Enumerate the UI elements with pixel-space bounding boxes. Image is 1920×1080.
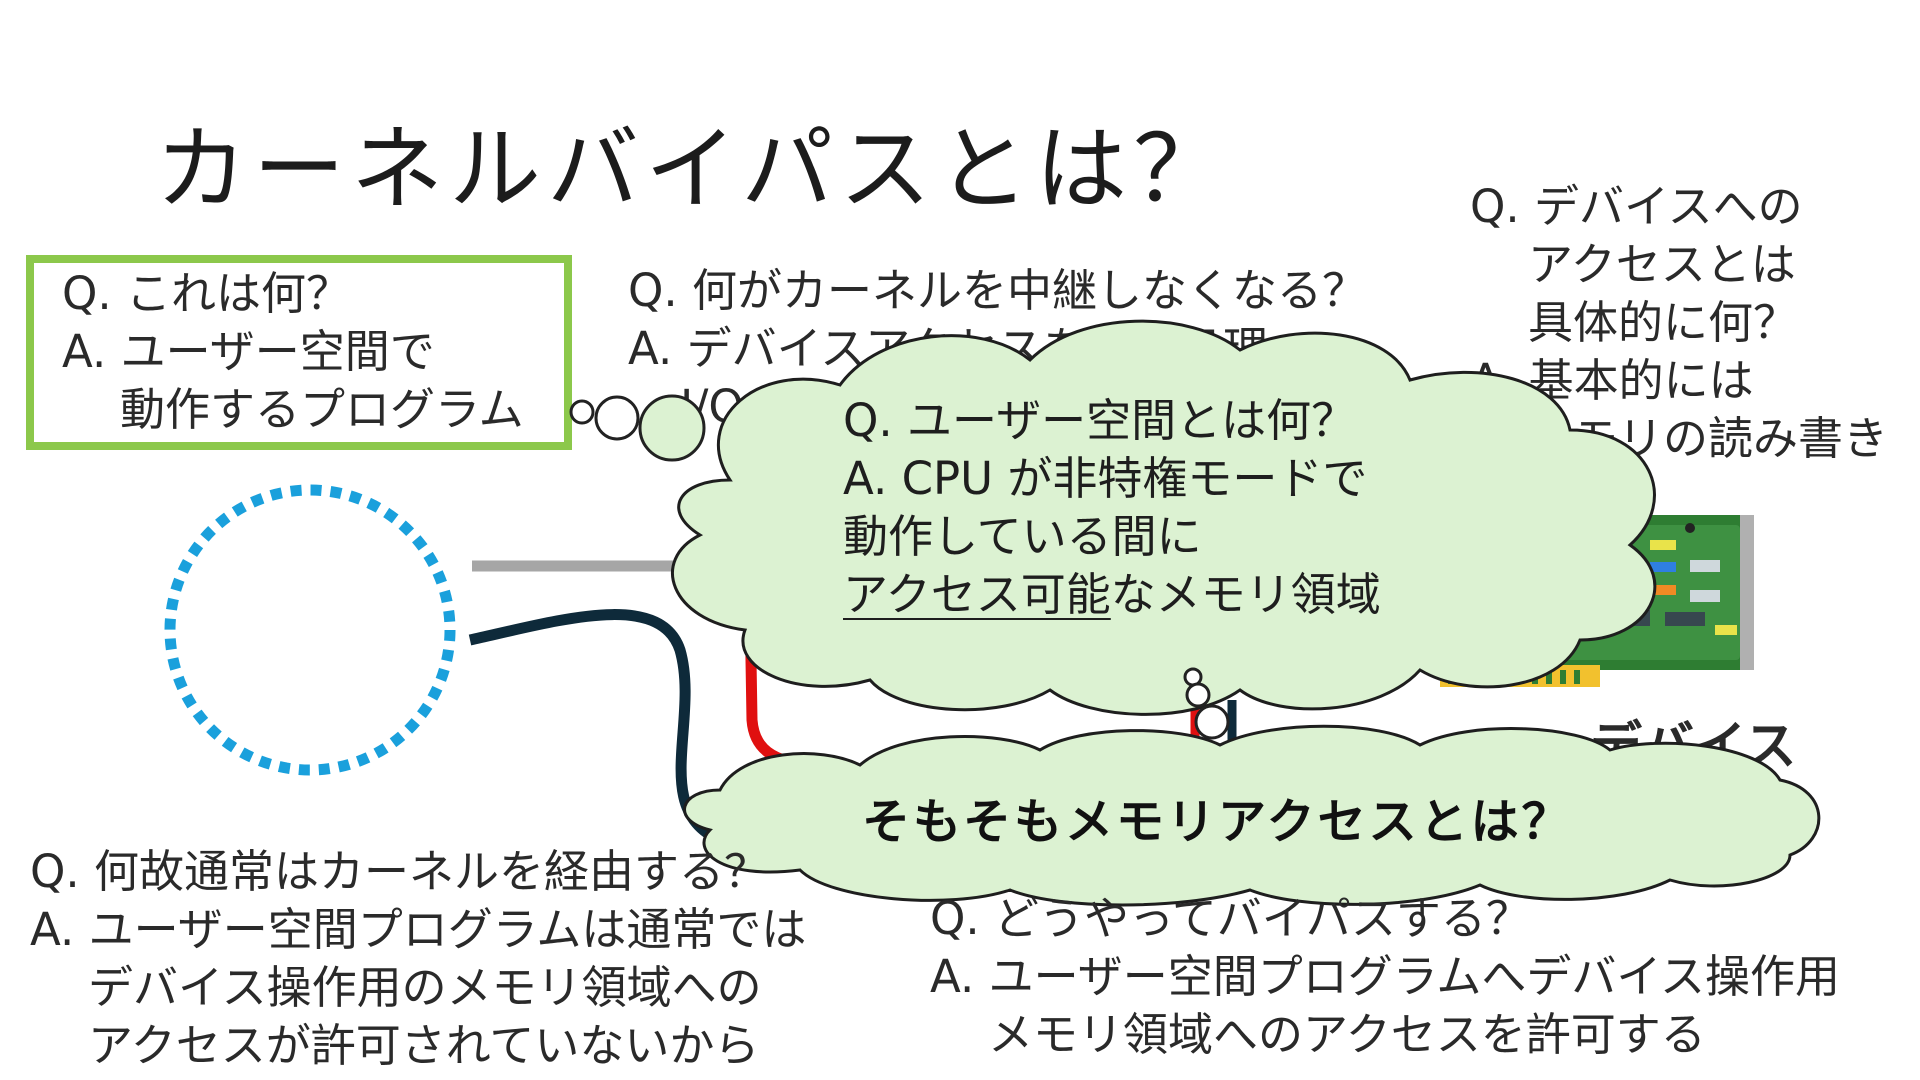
qa-what-is-this: Q. これは何？ A. ユーザー空間で 動作するプログラム xyxy=(62,265,524,439)
cloud-answer-underlined: アクセス可能 xyxy=(843,568,1111,621)
qa-question-line: アクセスとは xyxy=(1528,238,1796,291)
qa-answer-line: 動作するプログラム xyxy=(120,383,524,436)
cloud-bubble xyxy=(683,724,1821,907)
qa-question: Q. デバイスへの xyxy=(1470,180,1803,233)
thought-bubble xyxy=(1194,704,1230,740)
qa-answer-line: アクセスが許可されていないから xyxy=(88,1019,760,1072)
qa-answer-line: デバイス操作用のメモリ領域への xyxy=(88,961,762,1014)
qa-question-line: 具体的に何？ xyxy=(1528,296,1799,349)
qa-answer-line: A. ユーザー空間で xyxy=(62,325,435,378)
slide-title: カーネルバイパスとは？ xyxy=(155,116,1232,223)
qa-question: Q. これは何？ xyxy=(62,267,352,320)
qa-why-via-kernel: Q. 何故通常はカーネルを経由する？ A. ユーザー空間プログラムは通常では デ… xyxy=(30,843,806,1075)
thought-bubble xyxy=(569,399,595,425)
thought-bubble xyxy=(1185,682,1211,708)
cloud-answer-line: A. CPU が非特権モードで xyxy=(843,452,1368,505)
cloud-answer-line: 動作している間に xyxy=(843,510,1202,563)
cloud-memory-access: そもそもメモリアクセスとは？ xyxy=(862,794,1573,850)
qa-question: Q. 何故通常はカーネルを経由する？ xyxy=(30,845,770,898)
cloud-user-space: Q. ユーザー空間とは何？ A. CPU が非特権モードで 動作している間に ア… xyxy=(843,392,1381,624)
cloud-bubble xyxy=(671,319,1657,716)
qa-answer-line: メモリ領域へのアクセスを許可する xyxy=(988,1008,1706,1061)
cloud-question: Q. ユーザー空間とは何？ xyxy=(843,394,1357,447)
thought-bubble xyxy=(638,394,706,462)
qa-question: Q. どうやってバイパスする？ xyxy=(930,892,1531,945)
qa-answer-line: A. ユーザー空間プログラムは通常では xyxy=(30,903,807,956)
program-box xyxy=(26,255,572,450)
qa-how-bypass: Q. どうやってバイパスする？ A. ユーザー空間プログラムへデバイス操作用 メ… xyxy=(930,890,1890,1070)
qa-answer-line: A. ユーザー空間プログラムへデバイス操作用 xyxy=(930,950,1841,1003)
dotted-circle-icon xyxy=(164,484,456,776)
qa-question: Q. 何がカーネルを中継しなくなる？ xyxy=(628,264,1368,317)
thought-bubble xyxy=(594,395,640,441)
cloud-answer-rest: なメモリ領域 xyxy=(1110,568,1381,621)
